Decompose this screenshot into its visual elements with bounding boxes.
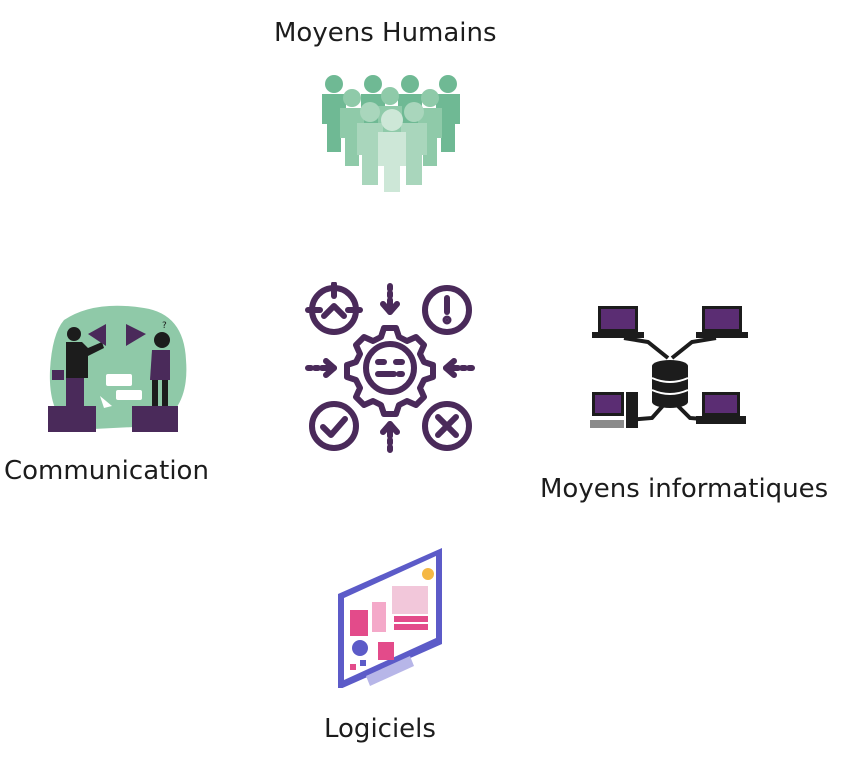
dashboard-monitor-illustration <box>330 544 450 688</box>
people-group-icon <box>318 72 462 192</box>
label-logiciels: Logiciels <box>324 714 436 744</box>
label-moyens-informatiques: Moyens informatiques <box>540 474 829 504</box>
computer-network-database-icon <box>588 300 748 434</box>
megaphone-communication-illustration: ? <box>44 300 190 434</box>
gear-process-icon <box>304 282 476 454</box>
label-communication: Communication <box>4 456 209 486</box>
svg-text:?: ? <box>162 321 167 331</box>
label-moyens-humains: Moyens Humains <box>274 18 497 48</box>
